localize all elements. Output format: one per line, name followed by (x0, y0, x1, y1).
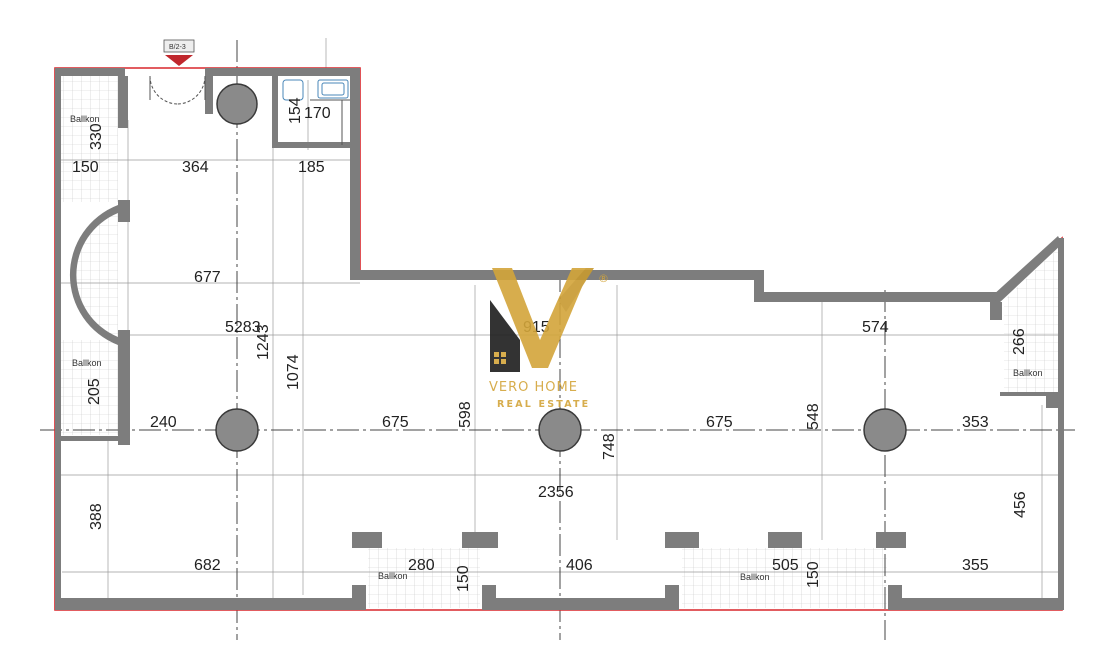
balcony-east (1004, 248, 1058, 395)
dimension-label: 330 (88, 123, 105, 150)
dimension-label: 364 (182, 159, 209, 176)
dimension-label: 353 (962, 414, 989, 431)
dimension-label: 675 (706, 414, 733, 431)
dimension-label: 150 (805, 561, 822, 588)
dimension-label: 240 (150, 414, 177, 431)
dimension-label: 598 (457, 401, 474, 428)
dimension-label: 574 (862, 319, 889, 336)
logo-text-real-estate: REAL ESTATE (497, 399, 590, 410)
dimension-lines (55, 80, 1062, 600)
dimension-label: 505 (772, 557, 799, 574)
grid-tag: B/2-3 (163, 39, 195, 66)
dimension-label: 205 (86, 378, 103, 405)
bathroom-partition (310, 99, 350, 145)
column-e (863, 408, 907, 452)
column-c (538, 408, 582, 452)
dimension-label: 150 (455, 565, 472, 592)
balcony-areas (60, 76, 1058, 608)
dimension-label: 388 (88, 503, 105, 530)
dimension-label: 406 (566, 557, 593, 574)
columns (215, 83, 907, 452)
balcony-south-2 (682, 548, 887, 608)
dimension-label: 748 (601, 433, 618, 460)
dimension-label: 548 (805, 403, 822, 430)
column-n (216, 83, 258, 125)
balcony-label: Ballkon (70, 114, 100, 124)
dimension-label: 1243 (255, 324, 272, 360)
dimension-label: 5283 (225, 319, 261, 336)
column-w (215, 408, 259, 452)
dimension-label: 266 (1011, 328, 1028, 355)
bathroom-fixtures (282, 79, 349, 101)
dimension-label: 154 (287, 97, 304, 124)
balcony-labels: Ballkon Ballkon Ballkon Ballkon Ballkon (70, 114, 1043, 582)
balcony-label: Ballkon (1013, 368, 1043, 378)
logo-registered-mark: ® (598, 272, 609, 285)
vero-home-logo: ® VERO HOME REAL ESTATE (489, 268, 609, 410)
balcony-label: Ballkon (72, 358, 102, 368)
entrance-door (149, 75, 206, 105)
dimension-label: 682 (194, 557, 221, 574)
balcony-west-top (60, 76, 118, 202)
logo-text-vero-home: VERO HOME (489, 380, 578, 395)
dimension-label: 280 (408, 557, 435, 574)
dimension-label: 1074 (285, 354, 302, 390)
balcony-west-bottom (60, 340, 118, 435)
dimension-label: 170 (304, 105, 331, 122)
balcony-label: Ballkon (378, 571, 408, 581)
balcony-label: Ballkon (740, 572, 770, 582)
dimension-label: 150 (72, 159, 99, 176)
dimension-label: 675 (382, 414, 409, 431)
dimension-label: 456 (1012, 491, 1029, 518)
dimension-label: 355 (962, 557, 989, 574)
dimension-label: 185 (298, 159, 325, 176)
balcony-south-1 (368, 548, 480, 608)
dimension-label: 677 (194, 269, 221, 286)
dimension-label: 2356 (538, 484, 574, 501)
grid-tag-text: B/2-3 (169, 44, 186, 51)
dimension-labels: 330 150 364 185 154 170 677 5283 1243 10… (72, 97, 1029, 592)
walls (55, 68, 1064, 610)
